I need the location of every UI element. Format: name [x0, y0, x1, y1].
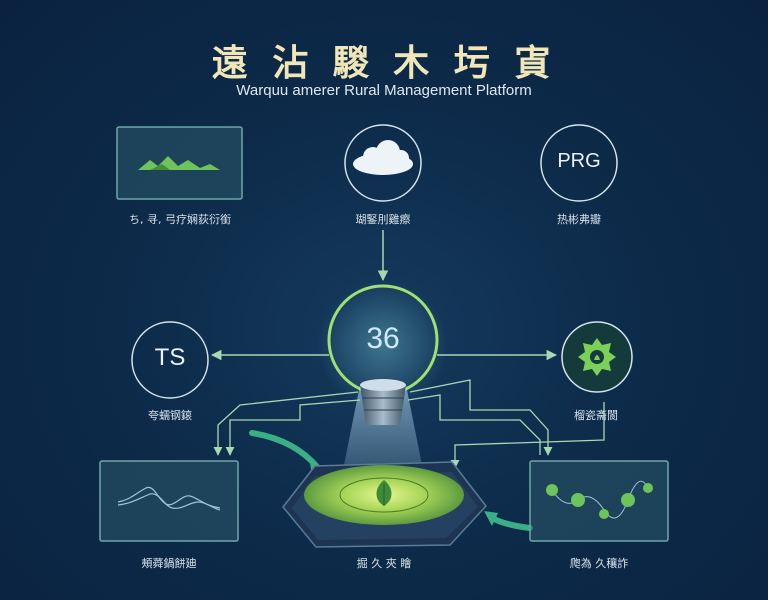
mid-left-node-ring[interactable]: [131, 321, 209, 399]
mid-right-node[interactable]: [561, 321, 633, 393]
bottom-right-panel[interactable]: [529, 460, 669, 542]
mountains-icon: [138, 156, 220, 170]
bottom-left-label: 頰蕣鍋餅廸: [141, 557, 197, 570]
bottom-left-panel[interactable]: [99, 460, 239, 542]
hub-cylinder: [360, 379, 406, 425]
cloud-icon: [353, 140, 413, 175]
page-subtitle: Warquu amerer Rural Management Platform: [236, 82, 532, 99]
hub-glow: [318, 280, 448, 410]
top-right-label: 热彬弗瓣: [557, 213, 601, 226]
top-left-panel[interactable]: [116, 126, 243, 200]
gear-plant-icon: [578, 338, 616, 376]
leaf-icon: [376, 480, 392, 506]
top-right-node-text: PRG: [557, 150, 601, 172]
page-title: 遠 沾 騣 木 圬 寊: [211, 42, 557, 84]
connector-lines: [213, 379, 605, 469]
mid-left-node-text: TS: [154, 344, 186, 371]
network-icon: [546, 480, 653, 519]
top-center-label: 瑚鋻刖雞瘵: [355, 213, 411, 226]
top-left-label: ち, 寻, 弓疗娴荻衍銜: [129, 213, 231, 226]
mid-right-label: 榴瓷斋閬: [574, 409, 618, 422]
hub-value: 36: [366, 322, 400, 355]
curved-arrow-left: [249, 430, 321, 471]
bottom-right-label: 爮為 久穰詐: [569, 557, 629, 570]
curved-arrow-right: [489, 515, 533, 531]
waveform-icon: [117, 486, 221, 511]
bottom-center-label: 掘 久 夾 瞺: [356, 557, 412, 570]
top-center-node[interactable]: [344, 124, 422, 202]
bottom-center-platform[interactable]: [282, 461, 487, 548]
top-right-node-ring[interactable]: [540, 124, 618, 202]
mid-left-label: 夸蠕钢鎄: [148, 409, 192, 422]
